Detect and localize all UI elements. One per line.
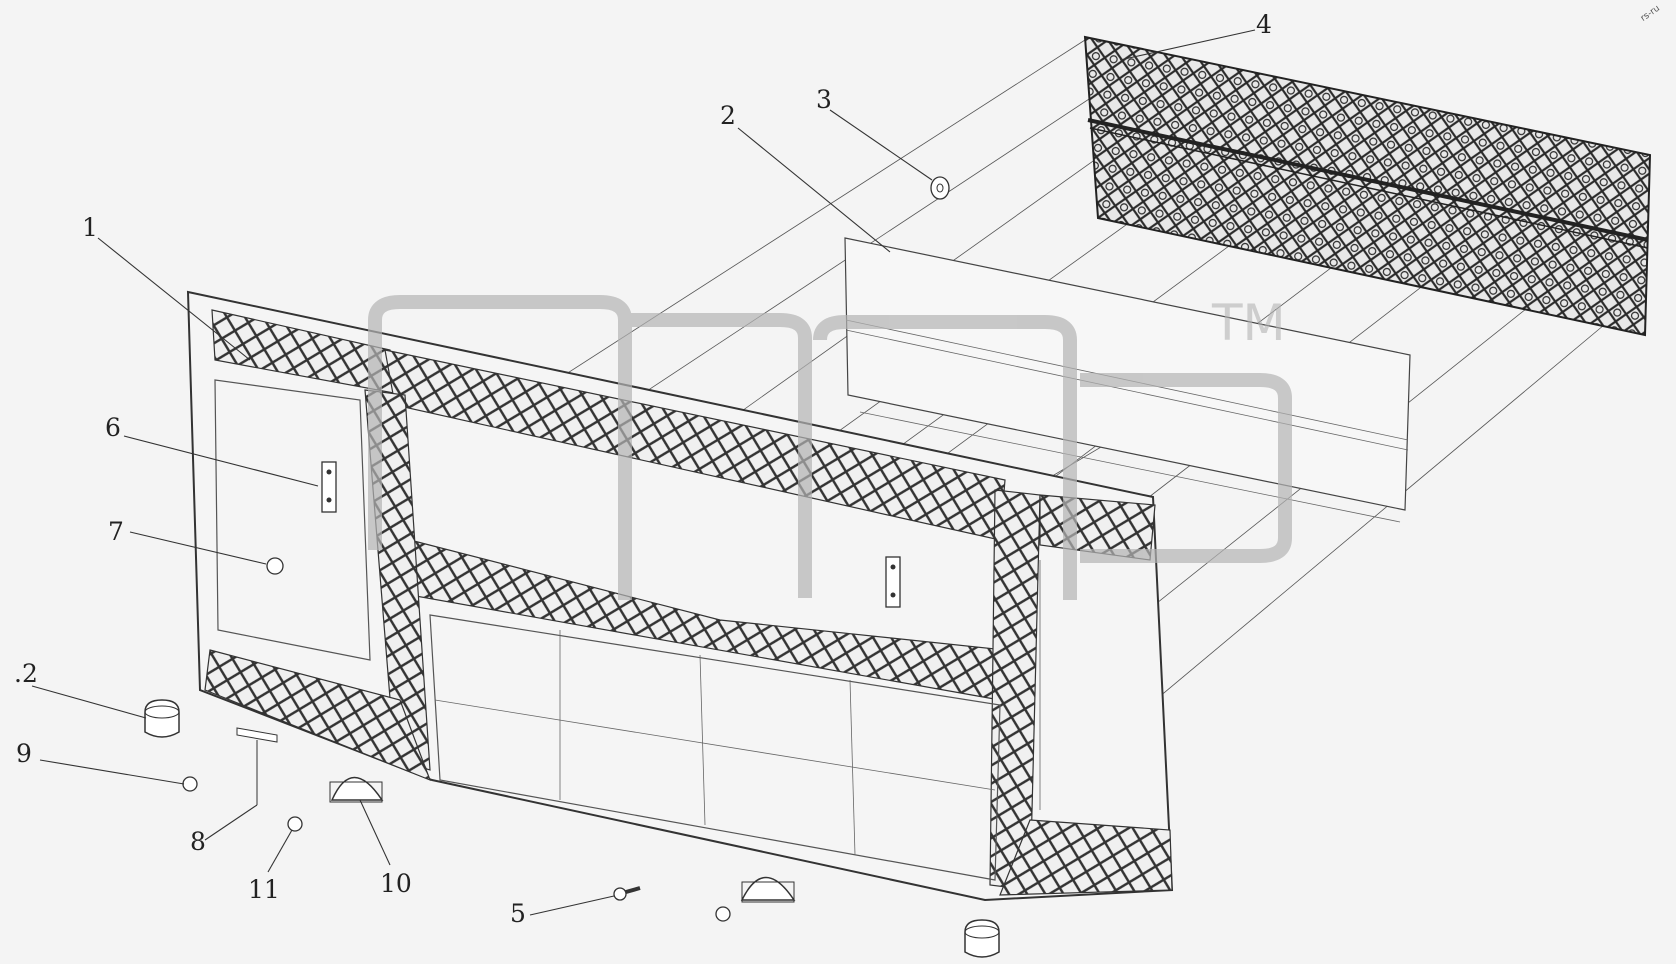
leader-lines (31, 29, 1256, 916)
callout-1: 1 (82, 213, 98, 242)
rubber-bumper-part (144, 699, 180, 738)
watermark (368, 295, 1292, 600)
bracket-part-6 (321, 461, 337, 513)
callout-4: 4 (1256, 10, 1272, 39)
bolt-part-5 (613, 886, 641, 901)
main-grille-panel (186, 290, 1174, 902)
callout-dot2: .2 (14, 659, 38, 688)
mount-part-10b (740, 876, 796, 903)
strip-part-8 (236, 727, 278, 805)
corner-mark: rs-ru (1639, 4, 1662, 24)
callout-3: 3 (816, 85, 832, 114)
callout-10: 10 (380, 869, 412, 898)
screw-part-11 (287, 816, 303, 832)
screw-part-9 (182, 776, 198, 792)
callout-7: 7 (108, 517, 124, 546)
callout-8: 8 (190, 827, 206, 856)
nut-part-7 (266, 557, 284, 575)
rubber-bumper-part-2 (964, 919, 1000, 958)
watermark-tm: TM (1211, 294, 1286, 352)
callout-5: 5 (510, 899, 526, 928)
callout-9: 9 (16, 739, 32, 768)
grille-mesh-part (1083, 35, 1652, 337)
callout-11: 11 (248, 875, 280, 904)
mount-part-10 (329, 776, 384, 803)
bracket-part-6b (885, 556, 901, 608)
screw-part-11b (715, 906, 731, 922)
washer-part (930, 176, 950, 200)
callout-2: 2 (720, 101, 736, 130)
callout-6: 6 (105, 413, 121, 442)
